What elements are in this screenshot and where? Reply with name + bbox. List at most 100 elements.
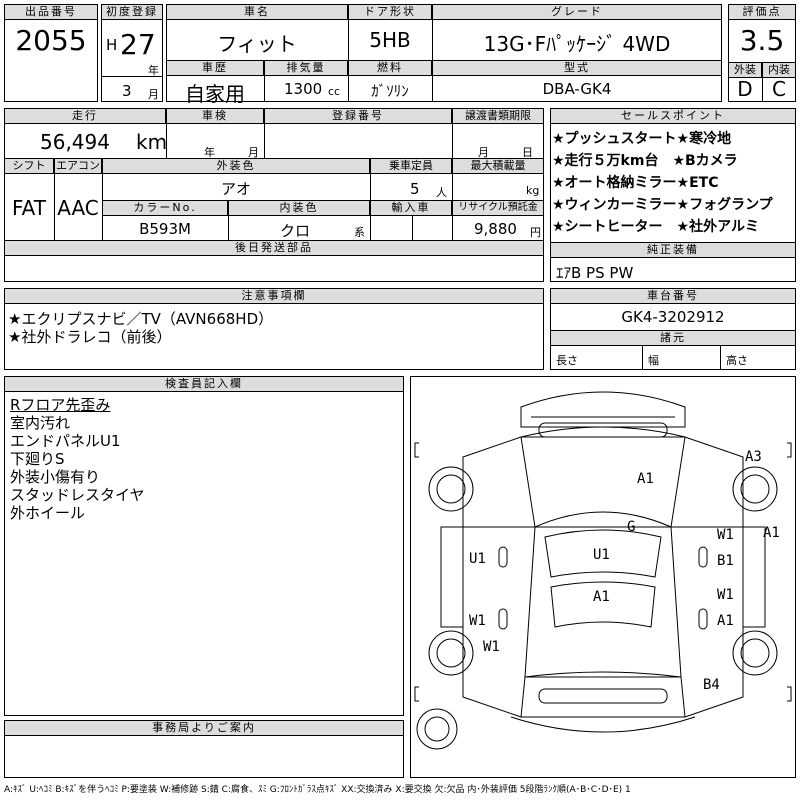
- damage-mark: W1: [483, 639, 500, 655]
- year-unit: 年: [148, 64, 159, 77]
- sales-point: ★プッシュスタート★寒冷地: [552, 131, 732, 147]
- history: 自家用: [185, 82, 245, 106]
- mileage-label: 走行: [4, 108, 166, 124]
- damage-mark: A1: [637, 471, 654, 487]
- damage-mark: A1: [593, 589, 610, 605]
- displacement: 1300: [284, 80, 323, 98]
- legend-footer: A:ｷｽﾞ U:ﾍｺﾐ B:ｷｽﾞを伴うﾍｺﾐ P:要塗装 W:補修跡 S:錆 …: [4, 785, 631, 795]
- color-label: 外装色: [102, 158, 370, 174]
- displacement-unit: cc: [328, 85, 341, 98]
- shift: FAT: [11, 196, 46, 220]
- note-line: ★社外ドラレコ（前後）: [8, 328, 172, 346]
- equip: ｴｱB PS PW: [556, 264, 634, 282]
- car-name: フィット: [217, 32, 297, 56]
- note-line: ★エクリプスナビ／TV（AVN668HD）: [8, 310, 274, 328]
- width-label: 幅: [648, 354, 659, 367]
- first-reg-label: 初度登録: [101, 4, 163, 20]
- int-label: 内装: [762, 62, 796, 78]
- inspector-line: エンドパネルU1: [10, 432, 121, 450]
- transfer-label: 譲渡書類期限: [452, 108, 544, 124]
- plate-label: 登録番号: [264, 108, 452, 124]
- damage-mark: U1: [469, 551, 486, 567]
- model-label: 型式: [432, 60, 722, 76]
- ext-grade: D: [737, 77, 753, 101]
- import-label: 輸入車: [370, 200, 452, 216]
- damage-mark: G: [627, 519, 636, 535]
- inspector-line: 外ホイール: [10, 504, 86, 522]
- mileage-unit: km: [136, 130, 168, 154]
- door-label: ドア形状: [348, 4, 432, 20]
- capacity: 5: [410, 180, 420, 198]
- load-label: 最大積載量: [452, 158, 544, 174]
- recycle-unit: 円: [530, 226, 541, 239]
- interior-color-unit: 系: [354, 226, 365, 239]
- damage-mark: W1: [469, 613, 486, 629]
- damage-mark: A1: [717, 613, 734, 629]
- shift-label: シフト: [4, 158, 54, 174]
- grade-label: グレード: [432, 4, 722, 20]
- damage-mark: U1: [593, 547, 610, 563]
- car-outline: [414, 391, 792, 750]
- height-label: 高さ: [726, 354, 748, 367]
- color-no: B593M: [139, 220, 191, 238]
- interior-color-label: 内装色: [228, 200, 370, 216]
- inspector-line: 下廻りS: [10, 450, 65, 468]
- damage-mark: W1: [717, 527, 734, 543]
- lot-no-label: 出品番号: [4, 4, 98, 20]
- grade: 13G･Fﾊﾟｯｹｰｼﾞ 4WD: [483, 32, 671, 56]
- sales-point: ★シートヒーター ★社外アルミ: [552, 219, 759, 235]
- inspector-line: 室内汚れ: [10, 414, 71, 432]
- damage-mark: B1: [717, 553, 734, 569]
- inspector-line: 外装小傷有り: [10, 468, 101, 486]
- history-label: 車歴: [166, 60, 264, 76]
- sales-point: ★走行５万km台 ★Bカメラ: [552, 153, 738, 169]
- displacement-label: 排気量: [264, 60, 348, 76]
- damage-mark: A3: [745, 449, 762, 465]
- later-parts-label: 後日発送部品: [4, 240, 544, 256]
- inspection-label: 車検: [166, 108, 264, 124]
- color: アオ: [220, 180, 251, 198]
- damage-mark: A1: [763, 525, 780, 541]
- office-label: 事務局よりご案内: [4, 720, 404, 736]
- int-grade: C: [772, 77, 786, 101]
- first-reg-year: 27: [120, 28, 156, 61]
- model-code: DBA-GK4: [542, 80, 612, 98]
- inspector-line: スタッドレスタイヤ: [10, 486, 145, 504]
- score: 3.5: [739, 24, 785, 57]
- car-name-label: 車名: [166, 4, 348, 20]
- ac: AAC: [57, 196, 99, 220]
- insp-year-unit: 年: [204, 146, 215, 159]
- sales-point: ★ウィンカーミラー★フォグランプ: [552, 197, 773, 213]
- ac-label: エアコン: [54, 158, 102, 174]
- color-no-label: カラーNo.: [102, 200, 228, 216]
- inspector-line: Rフロア先歪み: [10, 396, 111, 414]
- notes-label: 注意事項欄: [4, 288, 544, 304]
- capacity-label: 乗車定員: [370, 158, 452, 174]
- lot-no: 2055: [15, 24, 87, 57]
- ext-label: 外装: [728, 62, 762, 78]
- dims-label: 諸元: [550, 330, 796, 346]
- length-label: 長さ: [556, 354, 578, 367]
- damage-diagram: A1 A3 G W1 A1 U1 B1 U1 W1 A1 W1 A1 W1 B4: [410, 376, 796, 778]
- recycle: 9,880: [474, 220, 517, 238]
- damage-mark: B4: [703, 677, 720, 693]
- mileage: 56,494: [40, 130, 110, 154]
- load-unit: kg: [526, 184, 540, 197]
- sales-point: ★オート格納ミラー★ETC: [552, 175, 719, 191]
- chassis-number: GK4-3202912: [621, 308, 725, 326]
- sales-label: セールスポイント: [550, 108, 796, 124]
- equip-label: 純正装備: [550, 242, 796, 258]
- first-reg-month: 3: [122, 82, 132, 100]
- fuel: ｶﾞｿﾘﾝ: [371, 82, 409, 100]
- fuel-label: 燃料: [348, 60, 432, 76]
- sales-points: ★プッシュスタート★寒冷地 ★走行５万km台 ★Bカメラ ★オート格納ミラー★E…: [552, 128, 773, 238]
- insp-month-unit: 月: [248, 146, 259, 159]
- capacity-unit: 人: [436, 186, 447, 199]
- transfer-day-unit: 日: [522, 146, 533, 159]
- door-type: 5HB: [369, 28, 411, 52]
- inspector-label: 検査員記入欄: [4, 376, 404, 392]
- chassis-label: 車台番号: [550, 288, 796, 304]
- interior-color: クロ: [280, 222, 311, 240]
- score-label: 評価点: [728, 4, 796, 20]
- era: H: [106, 36, 118, 54]
